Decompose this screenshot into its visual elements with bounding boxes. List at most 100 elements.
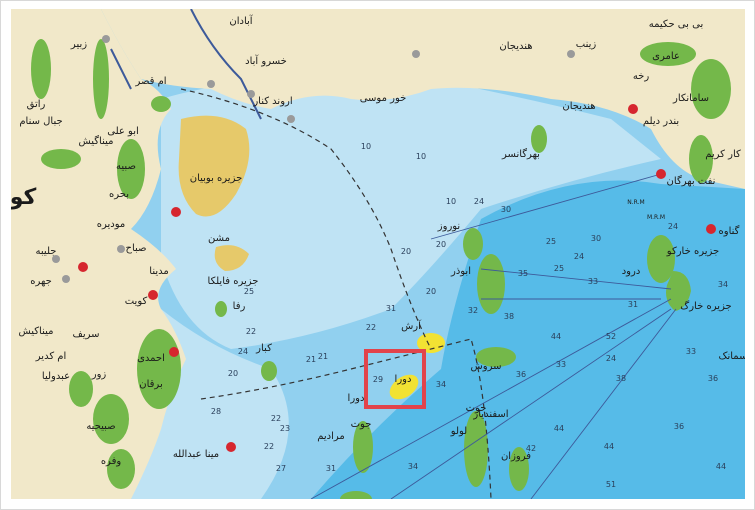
depth-label: 34 — [408, 462, 418, 471]
depth-label: 33 — [686, 347, 696, 356]
depth-label: 22 — [366, 323, 376, 332]
depth-label: 31 — [326, 464, 336, 473]
label-kharg: جزیره خارگ — [680, 299, 731, 312]
depth-label: 29 — [373, 375, 383, 384]
depth-label: 36 — [674, 422, 684, 431]
label-raheh: رخه — [633, 71, 650, 82]
depth-label: 38 — [616, 374, 626, 383]
bubiyan-island — [178, 115, 250, 217]
label-zeynab: زینب — [576, 39, 597, 50]
depth-label: 10 — [416, 152, 426, 161]
depth-label: 32 — [468, 306, 478, 315]
label-abu-ali: ابو علی — [107, 126, 139, 137]
place-labels: آبادان خسرو آباد اروند کنار خور موسی هند… — [11, 14, 745, 467]
depth-label: 20 — [228, 369, 238, 378]
depth-label: 34 — [436, 380, 446, 389]
depth-label: 28 — [211, 407, 221, 416]
highlight-box-dorra — [364, 349, 426, 409]
label-khor-musa: خور موسی — [360, 93, 407, 104]
depth-label: 22 — [246, 327, 256, 336]
label-jabal-sanam: جبال سنام — [19, 116, 62, 127]
depth-label: 33 — [588, 277, 598, 286]
label-umm-alaish: عبدولیا — [42, 371, 70, 382]
depth-label: 24 — [668, 222, 678, 231]
label-mina-abdullah: مینا عبدالله — [173, 449, 219, 460]
label-mrm: M.R.M — [647, 214, 665, 221]
label-soroush: سروش — [471, 361, 502, 372]
depth-label: 21 — [306, 355, 316, 364]
depth-label: 25 — [554, 264, 564, 273]
depth-label: 22 — [271, 414, 281, 423]
label-ratqa: راتق — [27, 99, 46, 110]
label-qurain: سریف — [72, 329, 99, 340]
label-nowruz: نوروز — [437, 221, 460, 232]
depth-label: 30 — [501, 205, 511, 214]
label-zour: زور — [91, 369, 107, 380]
label-amiri: عامری — [652, 51, 680, 62]
depth-label: 24 — [574, 252, 584, 261]
persian-gulf-oil-map: آبادان خسرو آباد اروند کنار خور موسی هند… — [11, 9, 745, 499]
depth-label: 10 — [446, 197, 456, 206]
depth-label: 31 — [628, 300, 638, 309]
label-kuwait-city: کویت — [125, 296, 148, 307]
label-sabiriyah: صبیه — [116, 161, 136, 172]
depth-label: 33 — [556, 360, 566, 369]
failaka-island — [214, 245, 249, 271]
depth-label: 27 — [276, 464, 286, 473]
depth-label: 44 — [554, 424, 564, 433]
label-failaka: جزیره فایلکا — [208, 276, 259, 287]
cities — [78, 104, 716, 452]
label-jaz: جوت — [351, 419, 372, 430]
label-dorood: درود — [622, 266, 641, 277]
label-mudayrah: مودیره — [97, 219, 126, 230]
depth-label: 31 — [386, 304, 396, 313]
label-lulu: لولو — [450, 426, 467, 437]
label-nrm: N.R.M — [627, 199, 644, 206]
gas-fields — [389, 333, 445, 400]
depth-label: 42 — [526, 444, 536, 453]
depth-label: 38 — [504, 312, 514, 321]
depth-label: 10 — [361, 142, 371, 151]
arvand-river — [110, 9, 262, 120]
label-forouzan: فروزان — [501, 451, 531, 462]
depth-label: 21 — [318, 352, 328, 361]
label-abuzar: ابوذر — [450, 266, 471, 277]
label-ganaveh: گناوه — [719, 225, 740, 237]
land-north-iran — [101, 9, 745, 189]
label-hout: حوت — [466, 403, 487, 414]
label-umm-qasr: ام قصر — [134, 76, 166, 87]
label-ahmadi: احمدی — [137, 353, 165, 364]
label-abadan: آبادان — [229, 14, 253, 27]
label-arvand-kenar: اروند کنار — [252, 96, 292, 107]
label-bibi-hakimeh: بی بی حکیمه — [649, 19, 703, 30]
label-bahra: بحره — [109, 189, 129, 200]
label-saman-kar: سامانکار — [672, 93, 709, 104]
label-mashan: مشن — [208, 233, 230, 244]
depth-label: 24 — [474, 197, 484, 206]
depth-label: 23 — [280, 424, 290, 433]
depth-label: 20 — [401, 247, 411, 256]
label-kar-karim: کار کریم — [705, 149, 741, 160]
depth-label: 34 — [718, 280, 728, 289]
towns — [52, 35, 575, 283]
label-bushehr-naft: نفت بهرگان — [667, 175, 716, 187]
label-wafra: وفره — [101, 456, 122, 467]
label-medina: مدینا — [149, 266, 168, 277]
label-jalibah: جلیبه — [36, 246, 57, 257]
depth-label: 51 — [606, 480, 616, 489]
depth-label: 35 — [518, 269, 528, 278]
depth-label: 20 — [426, 287, 436, 296]
depth-soundings: 10 10 10 20 20 30 25 24 30 25 35 33 20 2… — [211, 142, 728, 489]
depth-label: 22 — [264, 442, 274, 451]
label-dorra: دورا — [395, 374, 412, 385]
label-sabriya: صبیحیه — [86, 421, 115, 432]
label-sabah: صباح — [125, 243, 146, 254]
label-zubair: زبیر — [70, 39, 87, 50]
label-umm-gudair: ام کدیر — [35, 351, 66, 362]
depth-label: 25 — [546, 237, 556, 246]
depth-label: 44 — [716, 462, 726, 471]
label-kobar: کبار — [255, 343, 272, 354]
label-khargu: جزیره خارکو — [666, 246, 719, 257]
depth-label: 44 — [551, 332, 561, 341]
